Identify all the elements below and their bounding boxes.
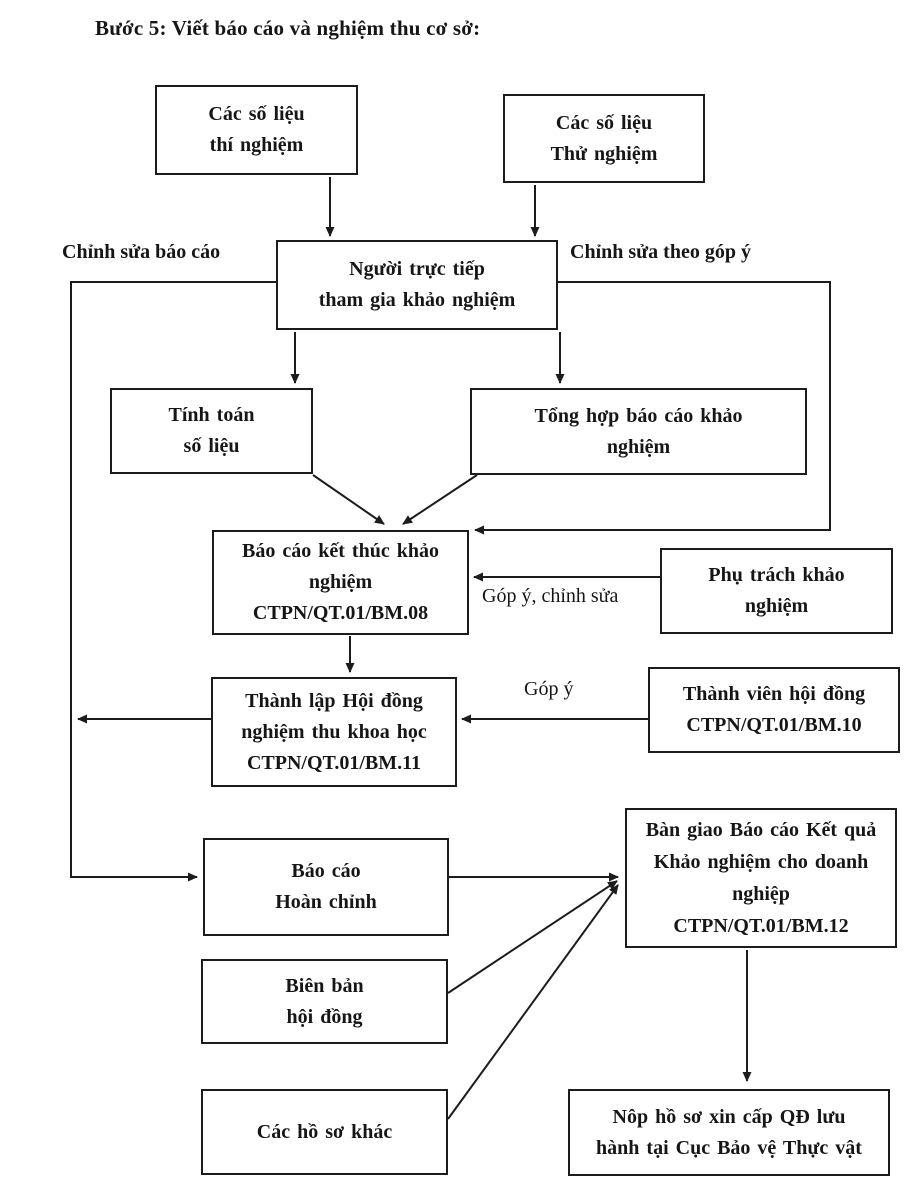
node-bao-cao-ket-thuc: Báo cáo kết thúc khảo nghiệm CTPN/QT.01/… — [212, 530, 469, 635]
edge-tong-hop-to-ket-thuc — [402, 474, 478, 525]
node-thanh-lap-hoi-dong: Thành lập Hội đồng nghiệm thu khoa học C… — [211, 677, 457, 787]
edge-label-chinh-sua-theo-gop-y: Chỉnh sửa theo góp ý — [570, 241, 751, 263]
node-tinh-toan-so-lieu: Tính toán số liệu — [110, 388, 313, 474]
node-nguoi-truc-tiep: Người trực tiếp tham gia khảo nghiệm — [276, 240, 558, 330]
node-so-lieu-thu-nghiem: Các số liệu Thử nghiệm — [503, 94, 705, 183]
edge-label-gop-y: Góp ý — [524, 678, 574, 700]
edge-chinh-sua-theo-gop-y-loop — [474, 281, 831, 535]
edge-ho-so-khac-to-ban-giao — [447, 884, 619, 1120]
edge-bien-ban-to-ban-giao — [447, 880, 618, 994]
node-cac-ho-so-khac: Các hồ sơ khác — [201, 1089, 448, 1175]
node-phu-trach-khao-nghiem: Phụ trách khảo nghiệm — [660, 548, 893, 634]
node-so-lieu-thi-nghiem: Các số liệu thí nghiệm — [155, 85, 358, 175]
node-tong-hop-bao-cao: Tổng hợp báo cáo khảo nghiệm — [470, 388, 807, 475]
edge-tinh-toan-to-ket-thuc — [312, 474, 385, 525]
edge-label-gop-y-chinh-sua: Góp ý, chỉnh sửa — [482, 585, 619, 607]
page-title: Bước 5: Viết báo cáo và nghiệm thu cơ sở… — [95, 16, 481, 40]
edge-chinh-sua-bao-cao-loop — [70, 281, 276, 882]
node-nop-ho-so: Nôp hồ sơ xin cấp QĐ lưu hành tại Cục Bả… — [568, 1089, 890, 1176]
node-bien-ban-hoi-dong: Biên bản hội đồng — [201, 959, 448, 1044]
node-ban-giao-bao-cao: Bàn giao Báo cáo Kết quả Khảo nghiệm cho… — [625, 808, 897, 948]
node-bao-cao-hoan-chinh: Báo cáo Hoàn chỉnh — [203, 838, 449, 936]
edge-label-chinh-sua-bao-cao: Chỉnh sửa báo cáo — [62, 241, 221, 263]
node-thanh-vien-hoi-dong: Thành viên hội đồng CTPN/QT.01/BM.10 — [648, 667, 900, 753]
